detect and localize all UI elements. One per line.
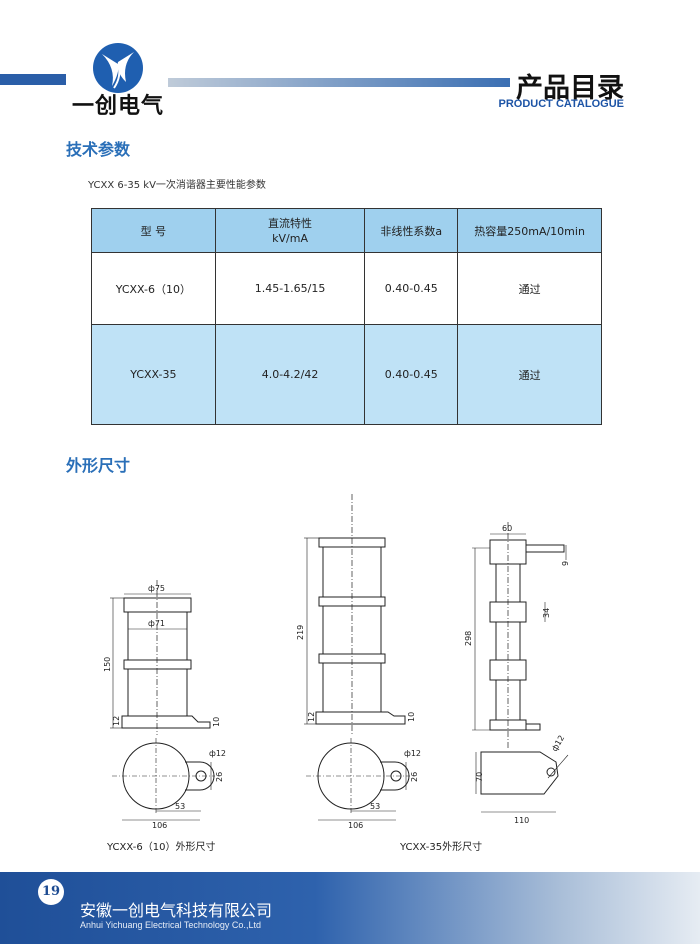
dim-c-top-width: 60 — [502, 524, 512, 533]
header-dc-characteristic: 直流特性 kV/mA — [214, 208, 366, 253]
drawing-a-side-view — [110, 580, 211, 735]
header-dc-line2: kV/mA — [272, 231, 308, 245]
header-model: 型 号 — [91, 208, 216, 253]
header-bar-left — [0, 74, 66, 85]
dim-a-height: 150 — [103, 657, 112, 672]
dim-c-hole: ф12 — [550, 734, 566, 753]
dim-a-width: 106 — [152, 821, 167, 830]
cell-dc: 1.45-1.65/15 — [214, 252, 366, 325]
page-footer — [0, 872, 700, 944]
dim-a-hole-width: 26 — [215, 772, 224, 782]
cell-nonlinear: 0.40-0.45 — [364, 252, 459, 325]
dim-a-offset: 53 — [175, 802, 185, 811]
dim-b-height: 219 — [296, 625, 305, 640]
company-name-en: Anhui Yichuang Electrical Technology Co.… — [80, 920, 261, 930]
dim-c-depth: 70 — [475, 772, 484, 782]
table-header-row: 型 号 直流特性 kV/mA 非线性系数a 热容量250mA/10min — [91, 208, 602, 253]
dim-b-hole-width: 26 — [410, 772, 419, 782]
cell-heat: 通过 — [457, 324, 602, 425]
table-row: YCXX-6（10） 1.45-1.65/15 0.40-0.45 通过 — [91, 252, 602, 325]
dim-c-width: 110 — [514, 816, 529, 825]
drawing-b-top-view — [306, 738, 410, 821]
parameters-table: 型 号 直流特性 kV/mA 非线性系数a 热容量250mA/10min YCX… — [91, 208, 602, 425]
dimension-drawings: ф75 ф71 150 12 10 ф12 26 53 106 219 12 1… — [0, 480, 700, 870]
dim-a-base: 12 — [112, 716, 121, 726]
dim-b-width: 106 — [348, 821, 363, 830]
section-heading-dimensions: 外形尺寸 — [66, 456, 131, 475]
dim-a-hole: ф12 — [209, 749, 226, 758]
catalog-subtitle: PRODUCT CATALOGUE — [498, 98, 624, 110]
drawing-b-side-view — [304, 494, 406, 735]
dim-b-offset: 53 — [370, 802, 380, 811]
logo-text: 一创电气 — [72, 94, 165, 119]
header-bar-right — [168, 78, 510, 87]
header-nonlinear: 非线性系数a — [364, 208, 459, 253]
dim-a-inner-diameter: ф71 — [148, 619, 165, 628]
drawing-c-side-view — [472, 522, 567, 748]
dim-b-hole: ф12 — [404, 749, 421, 758]
dim-c-height: 298 — [464, 631, 473, 646]
cell-nonlinear: 0.40-0.45 — [364, 324, 459, 425]
company-logo-icon — [93, 43, 143, 93]
catalog-title: 产品目录 — [516, 73, 624, 104]
cell-heat: 通过 — [457, 252, 602, 325]
cell-dc: 4.0-4.2/42 — [214, 324, 366, 425]
section-heading-tech-params: 技术参数 — [66, 140, 131, 159]
table-row: YCXX-35 4.0-4.2/42 0.40-0.45 通过 — [91, 324, 602, 425]
figure-label-a: YCXX-6（10）外形尺寸 — [107, 842, 216, 853]
drawing-a-top-view — [112, 738, 215, 821]
dim-c-tab: 9 — [561, 561, 570, 566]
page-number: 19 — [38, 879, 64, 905]
figure-label-b: YCXX-35外形尺寸 — [400, 842, 483, 853]
dim-b-flange: 10 — [407, 712, 416, 722]
dim-c-segment: 34 — [542, 608, 551, 618]
cell-model: YCXX-35 — [91, 324, 216, 425]
dim-a-flange: 10 — [212, 717, 221, 727]
drawing-c-bottom-view — [475, 751, 569, 813]
dim-a-outer-diameter: ф75 — [148, 584, 165, 593]
page-header: 一创电气 产品目录 PRODUCT CATALOGUE — [0, 0, 700, 120]
header-heat-capacity: 热容量250mA/10min — [457, 208, 602, 253]
table-caption: YCXX 6-35 kV一次消谐器主要性能参数 — [88, 180, 266, 191]
dim-b-base: 12 — [307, 712, 316, 722]
dimension-drawings-svg: ф75 ф71 150 12 10 ф12 26 53 106 219 12 1… — [103, 494, 570, 830]
header-dc-line1: 直流特性 — [268, 216, 313, 230]
cell-model: YCXX-6（10） — [91, 252, 216, 325]
company-name-cn: 安徽一创电气科技有限公司 — [80, 901, 273, 920]
